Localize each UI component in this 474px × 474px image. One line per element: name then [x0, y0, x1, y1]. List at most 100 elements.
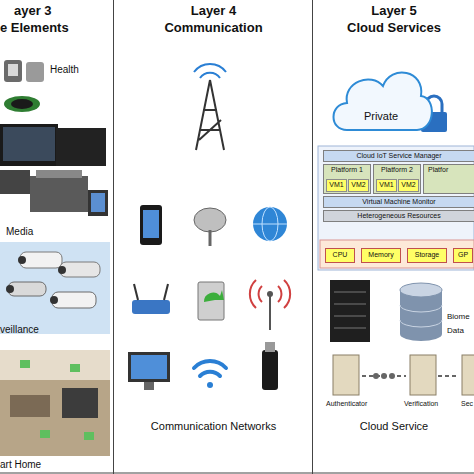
sky: [0, 242, 110, 334]
rack-slot: [334, 328, 366, 329]
globe: [253, 207, 287, 241]
sensor-tag: [20, 360, 30, 368]
tv-icon: [62, 388, 98, 418]
tv-icon: [0, 124, 58, 166]
db-bottom: [400, 327, 442, 341]
link-dot: [373, 373, 379, 379]
tablet-icon: [88, 190, 108, 216]
platform-box: VM1VM2 Platform 2: [373, 164, 421, 194]
picture-label: Sec: [461, 400, 473, 408]
router-antenna: [164, 284, 168, 300]
watch-icon: [4, 60, 22, 82]
layer-heading: ayer 3: [14, 4, 52, 19]
globe-icon: [253, 207, 287, 241]
platform-box: VM1VM2 Platform 1: [323, 164, 371, 194]
db-rings: [400, 305, 442, 327]
health-devices: [4, 60, 44, 112]
monitor-frame: [128, 352, 170, 382]
platform-box: Platfor: [423, 164, 474, 194]
node-text: Communication Networks: [114, 420, 313, 433]
link-dot: [389, 373, 395, 379]
tv-screen: [3, 127, 55, 161]
wifi-icon: [194, 361, 226, 388]
sensor-tag: [70, 364, 80, 372]
phone-screen: [143, 210, 159, 238]
layer-panel: Layer 4CommunicationCommunication Networ…: [113, 0, 312, 474]
server-tower: [410, 355, 436, 395]
resources-box: Heterogeneous Resources: [323, 210, 474, 222]
bottom-rule: [0, 473, 474, 474]
media-devices: [0, 124, 108, 216]
dongle-body: [262, 350, 278, 390]
stack-panel: [318, 146, 474, 270]
sensor-tag: [40, 430, 50, 438]
sensor-tag: [84, 432, 94, 440]
node-text: Cloud Service: [313, 420, 474, 433]
node-text: VM1: [327, 180, 346, 191]
band-icon: [11, 99, 33, 109]
resource-box: Storage: [407, 248, 447, 263]
antenna-tip: [267, 291, 273, 297]
router-icon: [132, 284, 170, 314]
camera-lens: [58, 266, 66, 274]
smart-home-picture: [0, 350, 110, 456]
rack-body: [330, 280, 370, 342]
sync-icon: [198, 282, 224, 320]
db-top: [400, 283, 442, 297]
antenna-mast: [269, 296, 271, 330]
router-body: [132, 300, 170, 314]
node-text: Storage: [408, 249, 446, 262]
node-text: Heterogeneous Resources: [324, 211, 474, 221]
vm-box: VM2: [398, 179, 419, 192]
node-text: Private: [327, 110, 435, 123]
picture-label: Biome: [447, 313, 470, 322]
resource-band: [320, 240, 474, 268]
manager-box: Cloud IoT Service Manager: [323, 150, 474, 162]
signal-arcs: [194, 64, 226, 78]
monitor-screen: [131, 355, 167, 379]
node-text: Platfor: [428, 166, 448, 174]
resource-box: GP: [453, 248, 473, 263]
picture-label: Authenticator: [326, 400, 367, 408]
node-text: GP: [454, 249, 472, 262]
dongle-plug: [265, 342, 275, 352]
band-icon: [4, 96, 40, 112]
monitor-icon: [128, 352, 170, 390]
camera-icon: [20, 252, 62, 268]
sync-arrow: [204, 290, 224, 302]
picture-label: Verification: [404, 400, 438, 408]
camera-icon: [60, 262, 100, 277]
cloud-shape: Private: [327, 56, 435, 136]
picture-label: Health: [50, 64, 79, 75]
layer-heading: Communication: [114, 21, 313, 36]
picture-label: Media: [6, 226, 33, 237]
vm-box: VM1: [326, 179, 347, 192]
camera-lens: [18, 256, 26, 264]
picture-label: veillance: [0, 324, 39, 335]
satellite-dish: [194, 208, 226, 246]
printer-icon: [30, 176, 88, 212]
resource-box: CPU: [325, 248, 355, 263]
router-antenna: [134, 284, 138, 300]
rack-slot: [334, 292, 366, 293]
node-text: VM2: [399, 180, 418, 191]
vm-box: VM2: [348, 179, 369, 192]
monitor-stand: [144, 382, 154, 390]
layer-heading: Layer 5: [313, 4, 474, 19]
dashed-link: [438, 375, 458, 377]
tablet-screen: [91, 193, 105, 212]
node-text: Platform 2: [374, 166, 420, 174]
monitor-box: Virtual Machine Monitor: [323, 196, 474, 208]
camera-icon: [52, 292, 96, 308]
node-text: CPU: [326, 249, 354, 262]
phone-icon: [140, 205, 162, 245]
node-text: Virtual Machine Monitor: [324, 197, 474, 207]
wifi-arc: [194, 361, 226, 368]
node-text: Platform 1: [324, 166, 370, 174]
node-text: Cloud IoT Service Manager: [324, 151, 474, 161]
usb-dongle: [262, 342, 278, 390]
speaker-icon: [0, 170, 30, 194]
cloud-outline: [327, 56, 435, 136]
vm-box: VM1: [376, 179, 397, 192]
picture-label: art Home: [0, 459, 41, 470]
